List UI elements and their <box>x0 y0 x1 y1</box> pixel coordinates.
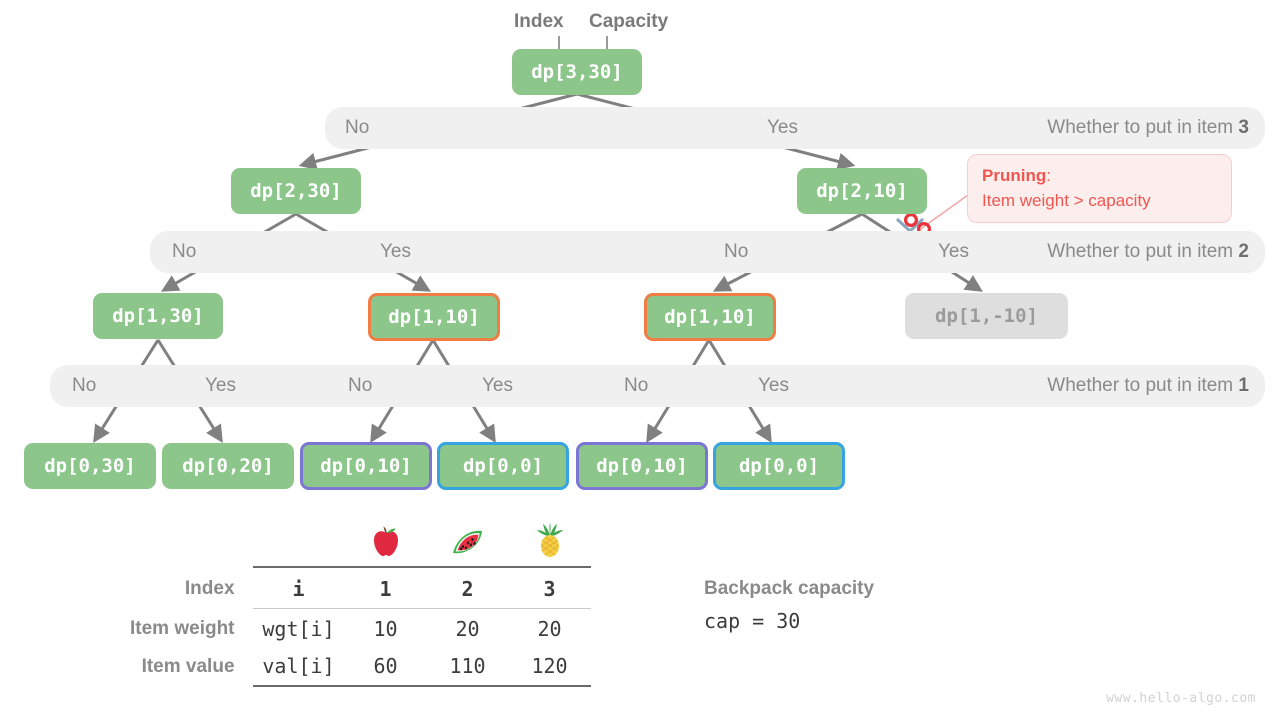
capacity-tick <box>606 36 608 58</box>
item-table: Index i 1 2 3 Item weight wgt[i] 10 20 2… <box>130 520 591 689</box>
cell-weight-0: 10 <box>373 616 398 641</box>
table-fruit-row <box>130 520 591 567</box>
cell-value-2: 120 <box>531 654 568 678</box>
capacity-note: Backpack capacity cap = 30 <box>704 578 874 633</box>
watermark: www.hello-algo.com <box>1106 691 1256 706</box>
row-key-weight: wgt[i] <box>262 616 335 641</box>
table-rule-mid <box>130 607 591 610</box>
band1-no-label-2: No <box>348 375 373 396</box>
tree-node-leaf-3[interactable]: dp[0,0] <box>437 442 569 490</box>
band3-question: Whether to put in item 3 <box>1047 117 1249 139</box>
apple-icon <box>345 520 427 567</box>
capacity-note-value: cap = 30 <box>704 609 801 633</box>
label-capacity: Capacity <box>589 11 669 32</box>
band1-no-label-1: No <box>72 375 97 396</box>
tree-node-l3-3-pruned[interactable]: dp[1,-10] <box>905 293 1068 339</box>
pruning-title: Pruning <box>982 166 1047 185</box>
tree-node-leaf-2[interactable]: dp[0,10] <box>300 442 432 490</box>
pineapple-icon <box>509 520 591 567</box>
table-row-index: Index i 1 2 3 <box>130 570 591 608</box>
band3-no-label: No <box>345 117 370 138</box>
rule-line-mid <box>252 607 591 610</box>
row-key-index: i <box>292 576 305 601</box>
table-rule-top <box>130 566 591 570</box>
cell-weight-2: 20 <box>537 616 562 641</box>
decision-band-item3: No Yes Whether to put in item 3 <box>325 107 1265 149</box>
cell-index-0: 1 <box>379 576 392 601</box>
tree-node-leaf-4[interactable]: dp[0,10] <box>576 442 708 490</box>
tree-node-l2-0[interactable]: dp[2,30] <box>231 168 361 214</box>
cell-value-0: 60 <box>373 654 398 678</box>
table-rule-bottom <box>130 684 591 689</box>
item-table-grid: Index i 1 2 3 Item weight wgt[i] 10 20 2… <box>130 520 591 689</box>
band2-no-label-2: No <box>724 241 749 262</box>
cell-index-2: 3 <box>543 576 556 601</box>
band1-yes-label-1: Yes <box>205 375 236 396</box>
watermelon-icon <box>427 520 509 567</box>
band1-question: Whether to put in item 1 <box>1047 375 1249 397</box>
row-label-weight: Item weight <box>130 617 235 639</box>
band2-yes-label: Yes <box>380 241 411 262</box>
rule-spacer-3 <box>130 686 253 689</box>
rule-line-top <box>252 566 591 570</box>
tree-node-leaf-0[interactable]: dp[0,30] <box>24 443 156 489</box>
rule-line-bottom <box>252 684 591 689</box>
pruning-title-line: Pruning: <box>982 164 1217 189</box>
fruit-row-spacer <box>130 520 253 567</box>
band3-question-text: Whether to put in item <box>1047 117 1239 138</box>
label-index: Index <box>514 11 564 32</box>
band2-question-text: Whether to put in item <box>1047 241 1239 262</box>
tree-node-root[interactable]: dp[3,30] <box>512 49 642 95</box>
row-key-value: val[i] <box>262 654 335 678</box>
row-label-index: Index <box>184 578 235 599</box>
band3-question-item: 3 <box>1238 117 1249 138</box>
pruning-reason: Item weight > capacity <box>982 190 1151 210</box>
tree-node-l3-1[interactable]: dp[1,10] <box>368 293 500 341</box>
pruning-colon: : <box>1046 166 1051 185</box>
band1-no-label-3: No <box>624 375 649 396</box>
capacity-note-title: Backpack capacity <box>704 578 875 599</box>
index-tick <box>558 36 560 58</box>
decision-band-item2: No Yes No Yes Whether to put in item 2 <box>150 231 1265 273</box>
row-label-value: Item value <box>141 655 235 677</box>
tree-node-leaf-5[interactable]: dp[0,0] <box>713 442 845 490</box>
cell-weight-1: 20 <box>455 616 480 641</box>
band2-question-item: 2 <box>1238 241 1249 262</box>
band1-question-item: 1 <box>1238 375 1249 396</box>
band3-yes-label: Yes <box>767 117 798 138</box>
band1-yes-label-2: Yes <box>482 375 513 396</box>
fruit-key-spacer <box>253 520 345 567</box>
cell-index-1: 2 <box>461 576 474 601</box>
decision-band-item1: No Yes No Yes No Yes Whether to put in i… <box>50 365 1265 407</box>
tree-node-l3-0[interactable]: dp[1,30] <box>93 293 223 339</box>
table-row-value: Item value val[i] 60 110 120 <box>130 648 591 686</box>
band2-question: Whether to put in item 2 <box>1047 241 1249 263</box>
band2-yes-label-2: Yes <box>938 241 969 262</box>
tree-node-leaf-1[interactable]: dp[0,20] <box>162 443 294 489</box>
band1-yes-label-3: Yes <box>758 375 789 396</box>
band2-no-label: No <box>172 241 197 262</box>
cell-value-1: 110 <box>449 654 486 678</box>
tree-node-l2-1[interactable]: dp[2,10] <box>797 168 927 214</box>
pruning-callout: Pruning: Item weight > capacity <box>967 154 1232 224</box>
tree-node-l3-2[interactable]: dp[1,10] <box>644 293 776 341</box>
band1-question-text: Whether to put in item <box>1047 375 1239 396</box>
table-row-weight: Item weight wgt[i] 10 20 20 <box>130 610 591 648</box>
